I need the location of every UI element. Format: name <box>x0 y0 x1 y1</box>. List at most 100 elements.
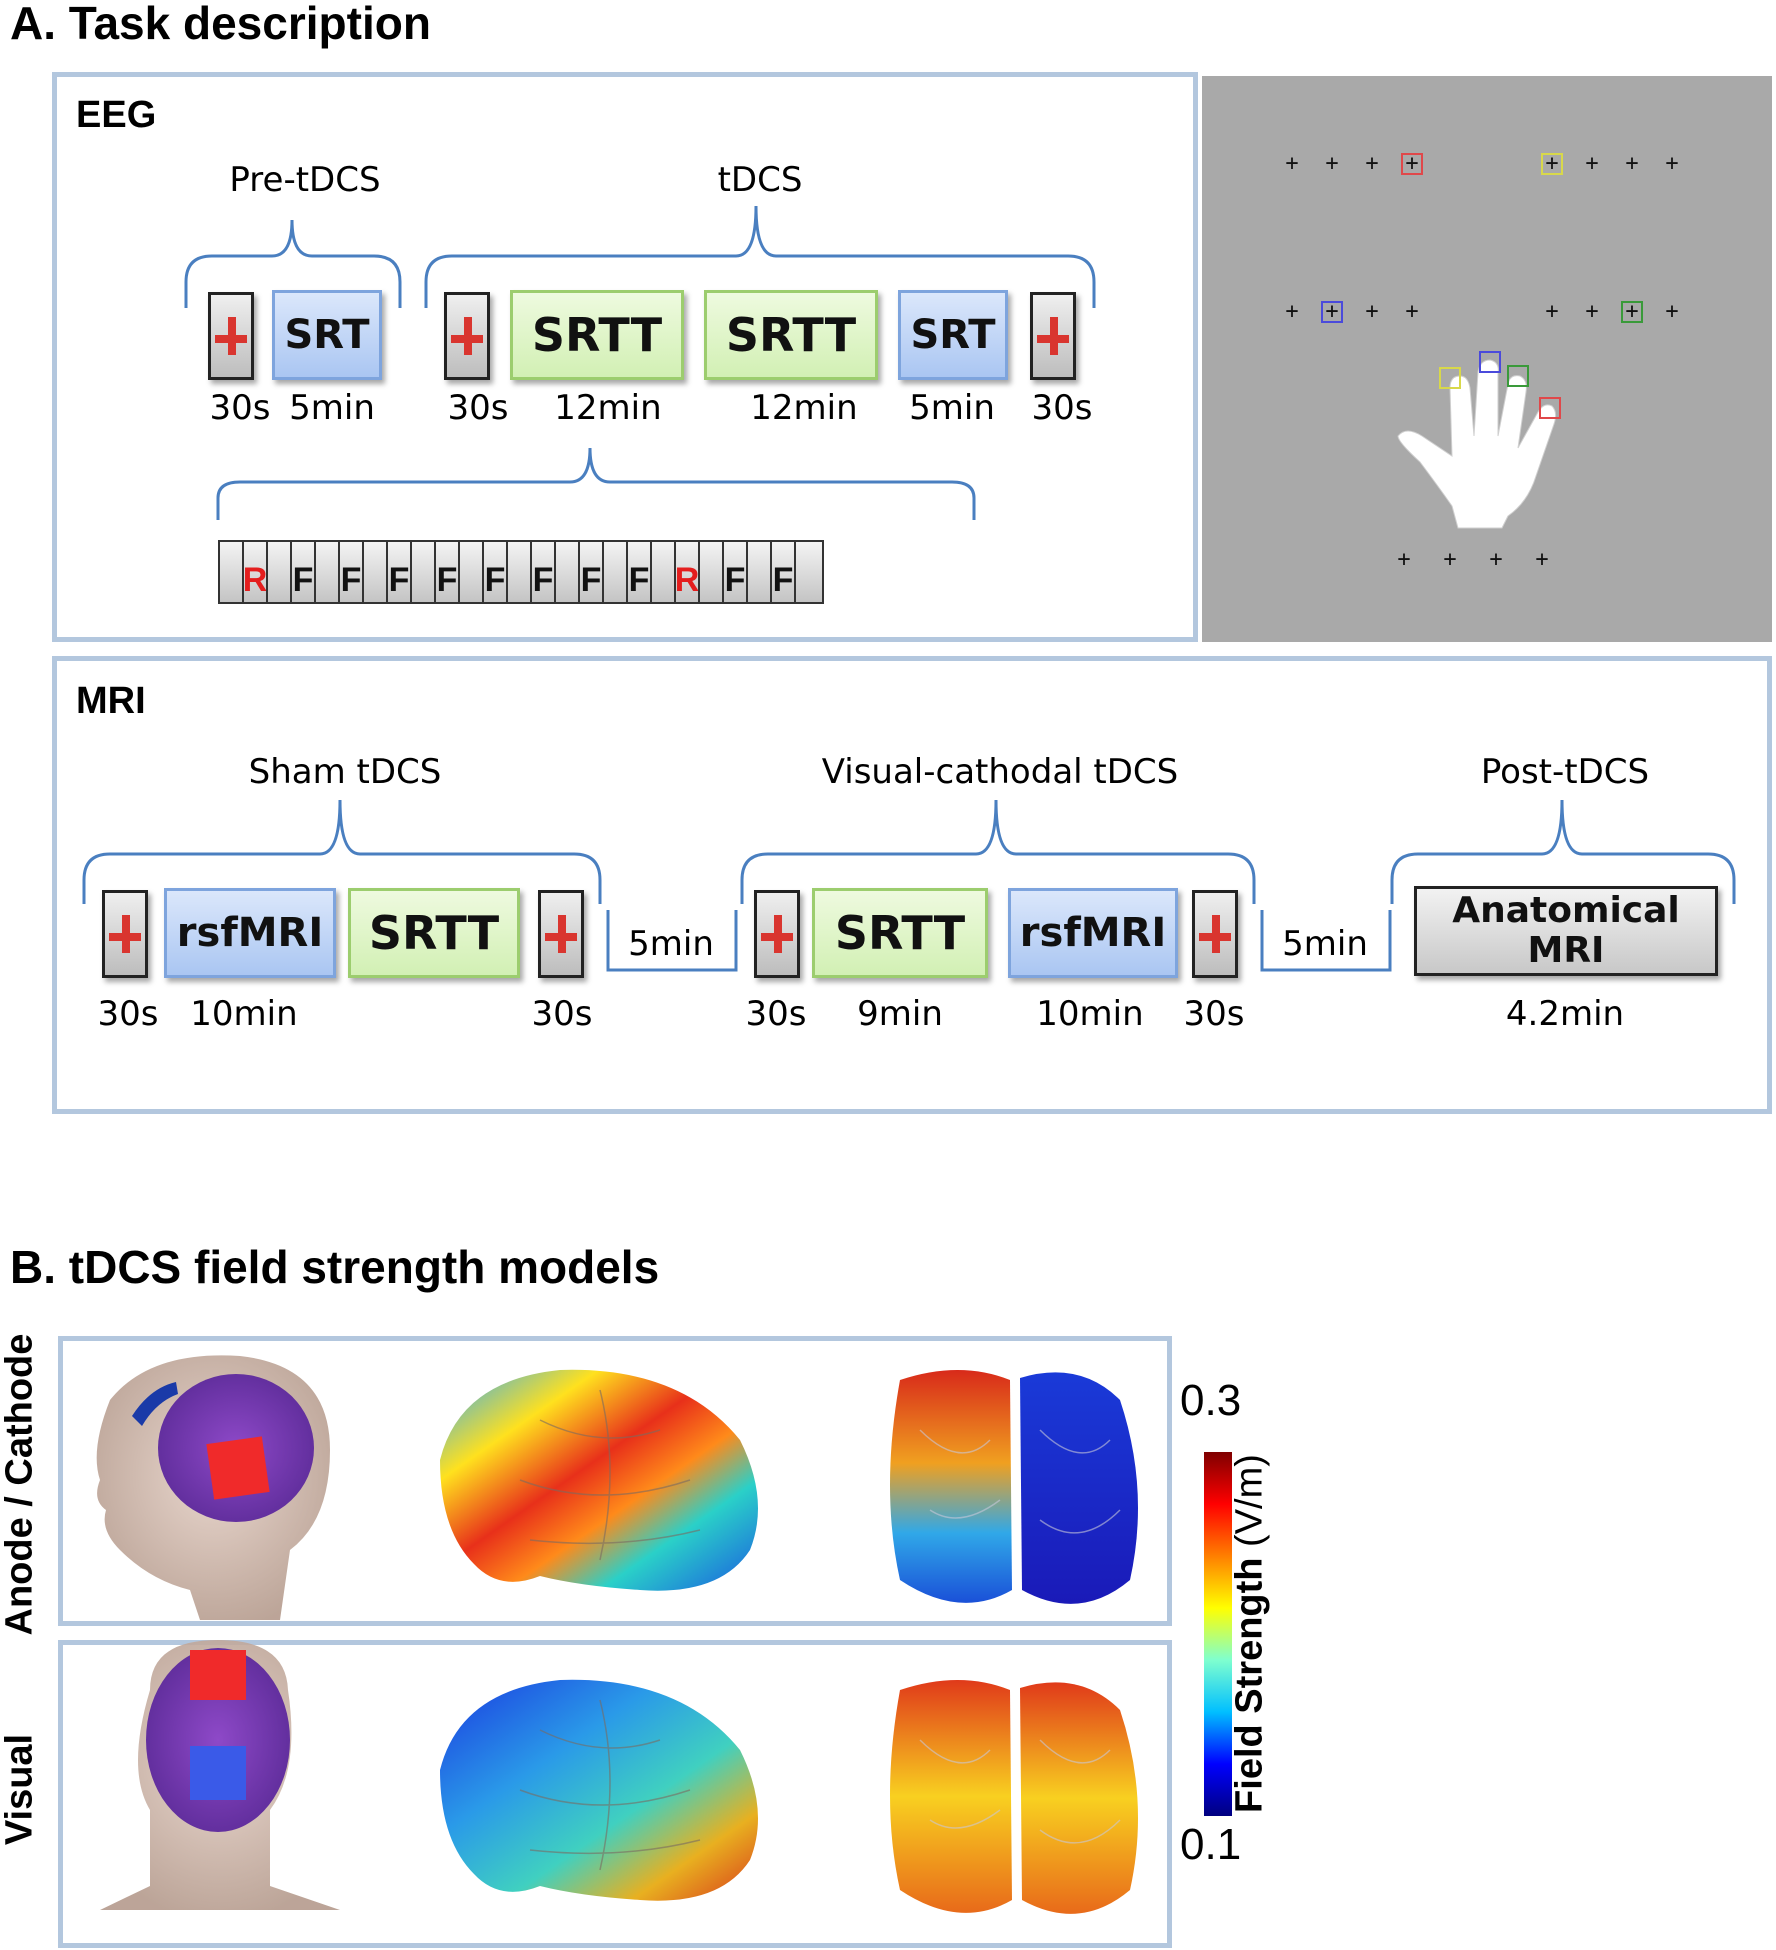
gap-bracket-2 <box>1260 910 1392 972</box>
posterior-brain-anode-cathode <box>890 1370 1138 1604</box>
eeg-panel <box>52 72 1198 642</box>
visual-panel <box>58 1640 1172 1948</box>
duration-label: 4.2min <box>1505 994 1625 1034</box>
sequence-cell-fixed: F <box>434 540 458 604</box>
svg-text:+: + <box>1397 547 1410 572</box>
svg-text:+: + <box>1285 151 1298 176</box>
anatomical-label-line1: Anatomical <box>1452 890 1680 931</box>
hand-icon <box>1397 359 1557 529</box>
duration-label: 12min <box>554 388 662 428</box>
svg-text:+: + <box>1489 547 1502 572</box>
sequence-cell-fixed: F <box>290 540 314 604</box>
phase-label-tdcs: tDCS <box>717 160 803 200</box>
sequence-spacer <box>218 540 242 604</box>
fixation-block <box>444 292 490 380</box>
duration-label: 5min <box>909 388 995 428</box>
sequence-cell-fixed: F <box>482 540 506 604</box>
phase-label-visual-cathodal: Visual-cathodal tDCS <box>821 752 1179 792</box>
mri-label: MRI <box>76 680 146 722</box>
srt-block: SRT <box>898 290 1008 380</box>
lateral-brain-anode-cathode <box>440 1369 758 1591</box>
svg-text:+: + <box>1443 547 1456 572</box>
duration-label: 30s <box>1183 994 1245 1034</box>
duration-label: 10min <box>190 994 298 1034</box>
phase-label-sham: Sham tDCS <box>248 752 442 792</box>
sequence-cell-fixed: F <box>722 540 746 604</box>
brace-post-tdcs <box>1390 799 1736 904</box>
fixation-block <box>208 292 254 380</box>
colorbar-title: Field Strength (V/m) <box>1229 1454 1272 1814</box>
brace-sequence <box>216 447 976 520</box>
duration-label: 30s <box>447 388 509 428</box>
stimulus-graphic: ++++ ++++ ++++ ++++ ++++ <box>1285 151 1678 572</box>
fixation-block <box>1030 292 1076 380</box>
sequence-spacer <box>410 540 434 604</box>
sequence-spacer <box>746 540 770 604</box>
mri-braces <box>82 799 1736 972</box>
srtt-block: SRTT <box>704 290 878 380</box>
brace-sham <box>82 799 602 904</box>
brace-visual-cathodal <box>740 799 1256 904</box>
fixation-block <box>102 890 148 978</box>
anatomical-label-line2: MRI <box>1527 930 1605 971</box>
mri-panel <box>52 656 1772 1114</box>
colorbar <box>1204 1452 1232 1816</box>
section-a-title: A. Task description <box>10 0 431 49</box>
svg-text:+: + <box>1585 151 1598 176</box>
lateral-brain-visual <box>440 1679 758 1901</box>
svg-text:+: + <box>1585 299 1598 324</box>
sequence-cell-fixed: F <box>626 540 650 604</box>
sequence-cell-fixed: F <box>770 540 794 604</box>
gap-duration-2: 5min <box>1282 924 1368 964</box>
duration-label: 5min <box>289 388 375 428</box>
srt-block: SRT <box>272 290 382 380</box>
srtt-block: SRTT <box>812 888 988 978</box>
duration-label: 10min <box>1036 994 1144 1034</box>
svg-text:+: + <box>1285 299 1298 324</box>
sequence-spacer <box>314 540 338 604</box>
anatomical-mri-block: Anatomical MRI <box>1414 886 1718 976</box>
field-models-illustration <box>96 1355 1138 1914</box>
svg-text:+: + <box>1325 151 1338 176</box>
eeg-braces <box>184 205 1096 520</box>
brace-pre-tdcs <box>184 219 402 308</box>
srtt-block: SRTT <box>348 888 520 978</box>
svg-text:+: + <box>1625 299 1638 324</box>
sequence-spacer <box>554 540 578 604</box>
sequence-spacer <box>266 540 290 604</box>
duration-label: 9min <box>857 994 943 1034</box>
fixation-block <box>1192 890 1238 978</box>
srtt-block: SRTT <box>510 290 684 380</box>
phase-label-pre-tdcs: Pre-tDCS <box>229 160 381 200</box>
sequence-cell-fixed: F <box>338 540 362 604</box>
colorbar-min-label: 0.1 <box>1180 1820 1242 1869</box>
duration-label: 12min <box>750 388 858 428</box>
sequence-cell-fixed: F <box>578 540 602 604</box>
section-b-title: B. tDCS field strength models <box>10 1241 660 1293</box>
svg-text:+: + <box>1405 151 1418 176</box>
sequence-cell-fixed: F <box>530 540 554 604</box>
head-model-anode-cathode <box>96 1355 331 1620</box>
sequence-cell-fixed: F <box>386 540 410 604</box>
duration-label: 30s <box>1031 388 1093 428</box>
sequence-cell-random: R <box>674 540 699 604</box>
sequence-spacer <box>650 540 674 604</box>
svg-text:+: + <box>1405 299 1418 324</box>
svg-text:+: + <box>1325 299 1338 324</box>
svg-text:+: + <box>1535 547 1548 572</box>
anode-cathode-panel <box>58 1336 1172 1626</box>
sequence-cell-random: R <box>242 540 267 604</box>
svg-text:+: + <box>1625 151 1638 176</box>
sequence-spacer <box>506 540 530 604</box>
sequence-spacer <box>698 540 722 604</box>
head-model-visual <box>100 1640 340 1910</box>
svg-text:+: + <box>1365 151 1378 176</box>
fixation-block <box>538 890 584 978</box>
duration-label: 30s <box>745 994 807 1034</box>
rsfmri-block: rsfMRI <box>1008 888 1178 978</box>
gap-duration-1: 5min <box>628 924 714 964</box>
phase-label-post-tdcs: Post-tDCS <box>1480 752 1650 792</box>
duration-label: 30s <box>97 994 159 1034</box>
sequence-spacer <box>458 540 482 604</box>
